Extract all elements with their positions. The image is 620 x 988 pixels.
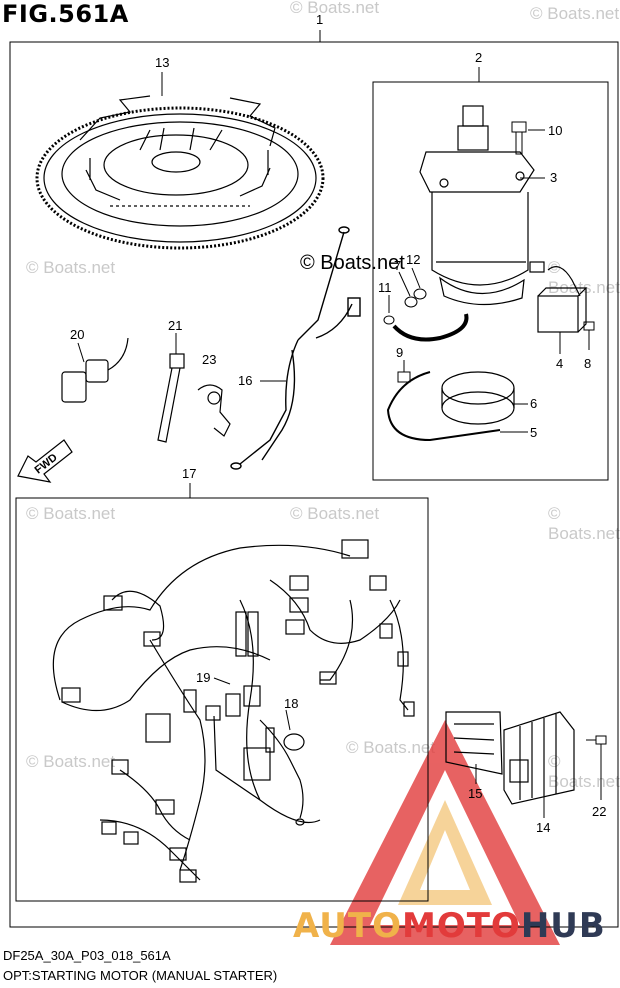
watermark: © Boats.net — [548, 752, 620, 791]
fwd-arrow-icon — [17, 439, 73, 483]
starter-frame — [372, 81, 609, 481]
callout-10: 10 — [548, 123, 562, 138]
callout-13: 13 — [155, 55, 169, 70]
figure-caption: OPT:STARTING MOTOR (MANUAL STARTER) — [3, 968, 278, 983]
callout-2: 2 — [475, 50, 482, 65]
callout-23: 23 — [202, 352, 216, 367]
watermark-large: © Boats.net — [300, 252, 405, 274]
brand-part-1: AUTO — [293, 906, 402, 946]
watermark: © Boats.net — [26, 504, 116, 523]
screw-icon — [583, 321, 595, 350]
leader-line — [213, 677, 231, 685]
wire-harness-icon — [52, 539, 415, 883]
flywheel-icon — [35, 95, 325, 250]
main-frame — [9, 41, 619, 928]
brand-part-3: HUB — [520, 906, 606, 946]
starter-motor-icon — [419, 105, 535, 306]
callout-18: 18 — [284, 696, 298, 711]
callout-17: 17 — [182, 466, 196, 481]
brand-logo-text: AUTOMOTOHUB — [293, 906, 606, 946]
rubber-mount-icon — [441, 371, 515, 425]
callout-4: 4 — [556, 356, 563, 371]
watermark: © Boats.net — [548, 504, 620, 543]
callout-11: 11 — [378, 280, 392, 295]
bolt-icon — [586, 735, 607, 764]
callout-20: 20 — [70, 327, 84, 342]
watermark: © Boats.net — [290, 0, 380, 17]
watermark: © Boats.net — [26, 258, 116, 277]
cable-link-icon — [392, 313, 469, 342]
brand-part-2: MOTO — [401, 906, 521, 946]
washer-icon — [383, 288, 427, 325]
relay-icon — [529, 261, 588, 333]
clip-icon — [197, 384, 231, 437]
sensor-icon — [61, 337, 129, 403]
watermark: © Boats.net — [290, 504, 380, 523]
bolt-icon — [511, 121, 527, 155]
strap-icon — [386, 371, 501, 442]
callout-6: 6 — [530, 396, 537, 411]
watermark: © Boats.net — [26, 752, 116, 771]
leader-line — [77, 342, 85, 363]
callout-15: 15 — [468, 786, 482, 801]
callout-1: 1 — [316, 12, 323, 27]
rectifier-icon — [445, 711, 575, 805]
callout-16: 16 — [238, 373, 252, 388]
callout-14: 14 — [536, 820, 550, 835]
figure-code: DF25A_30A_P03_018_561A — [3, 948, 171, 963]
callout-21: 21 — [168, 318, 182, 333]
figure-title: FIG.561A — [2, 0, 129, 28]
callout-5: 5 — [530, 425, 537, 440]
callout-9: 9 — [396, 345, 403, 360]
bolt-icon — [397, 360, 411, 383]
leader-line — [285, 709, 291, 731]
leader-line — [411, 267, 421, 289]
cable-tie-icon — [157, 353, 185, 443]
callout-22: 22 — [592, 804, 606, 819]
watermark: © Boats.net — [346, 738, 436, 757]
callout-7: 7 — [394, 258, 401, 273]
watermark: © Boats.net — [530, 4, 620, 23]
logo-triangle-icon — [330, 720, 560, 945]
callout-12: 12 — [406, 252, 420, 267]
callout-19: 19 — [196, 670, 210, 685]
leader-line — [398, 271, 411, 297]
battery-cable-icon — [230, 226, 361, 470]
callout-3: 3 — [550, 170, 557, 185]
harness-frame — [15, 497, 429, 902]
callout-8: 8 — [584, 356, 591, 371]
